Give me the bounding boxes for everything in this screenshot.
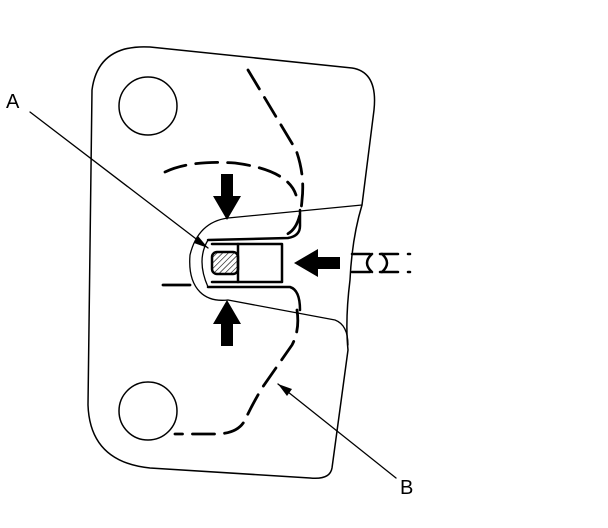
arrow-up-icon xyxy=(213,300,241,346)
latch-claw-lower xyxy=(206,285,302,312)
arrow-left-icon xyxy=(294,249,340,277)
latch-b-dashed-lower xyxy=(173,308,300,436)
plate-upper-edge xyxy=(227,204,363,219)
mounting-hole-top xyxy=(118,76,178,136)
leader-arrowhead-a xyxy=(194,236,208,248)
leader-line-a xyxy=(29,111,209,249)
mounting-hole-bottom xyxy=(118,381,178,441)
callout-label-b: B xyxy=(400,477,414,499)
latch-claw-inner xyxy=(236,242,284,284)
latch-b-dashed-outline xyxy=(246,68,305,237)
striker-bar-a xyxy=(210,250,240,276)
tool-dashed-tip-right xyxy=(380,252,389,274)
tool-dashed-tip xyxy=(365,252,374,274)
leader-arrowhead-b xyxy=(278,384,292,396)
leader-line-b xyxy=(277,383,397,479)
callout-label-a: A xyxy=(6,91,20,113)
arrow-down-icon xyxy=(213,174,241,220)
plate-lower-edge xyxy=(227,299,349,346)
latch-b-dashed-loop xyxy=(163,161,298,197)
latch-claw-outer xyxy=(206,208,302,242)
striker-hook xyxy=(189,217,229,301)
striker-hook-inner xyxy=(201,239,209,288)
